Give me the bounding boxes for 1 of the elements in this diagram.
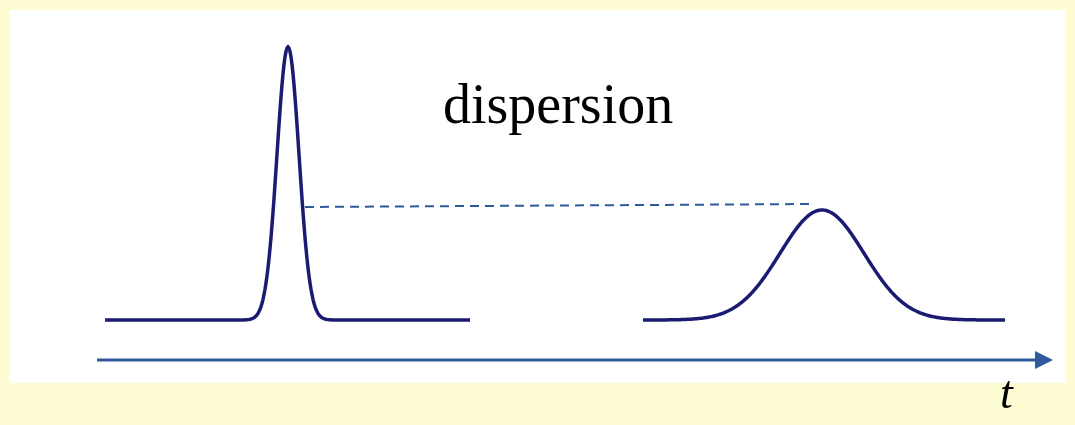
axis-label: t	[1000, 370, 1013, 416]
